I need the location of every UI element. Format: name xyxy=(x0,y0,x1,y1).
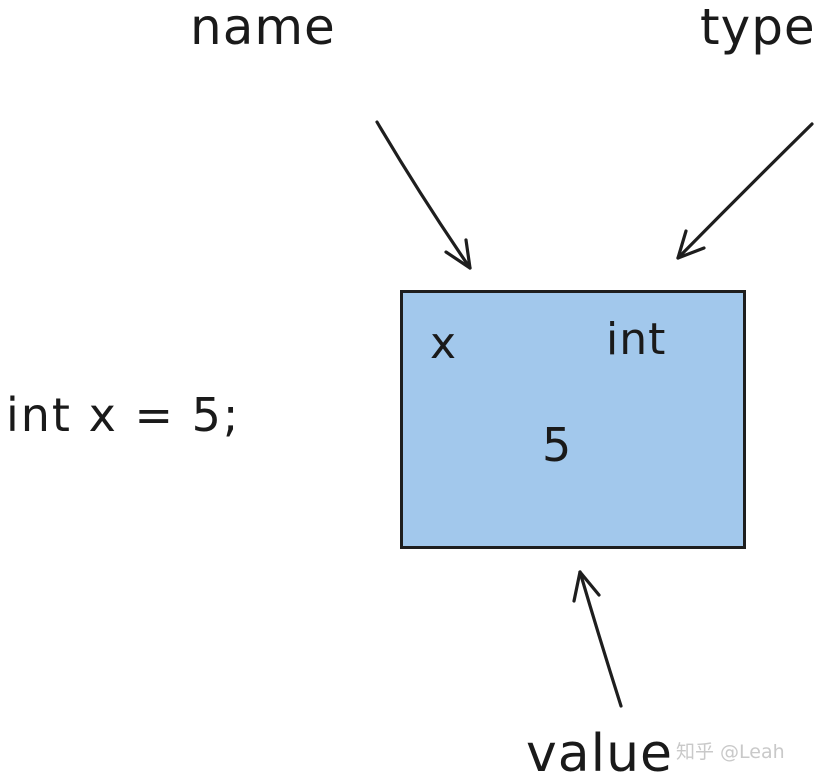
variable-type: int xyxy=(606,314,667,365)
name-label: name xyxy=(190,0,336,56)
variable-box xyxy=(400,290,746,549)
type-label: type xyxy=(700,0,816,56)
name-arrow xyxy=(375,120,472,270)
type-arrow xyxy=(676,122,814,260)
watermark: 知乎 @Leah xyxy=(676,741,785,763)
value-label: value xyxy=(526,724,674,784)
code-statement: int x = 5; xyxy=(6,388,241,442)
value-arrow xyxy=(572,570,623,708)
variable-name: x xyxy=(430,318,457,369)
variable-value: 5 xyxy=(542,418,572,472)
